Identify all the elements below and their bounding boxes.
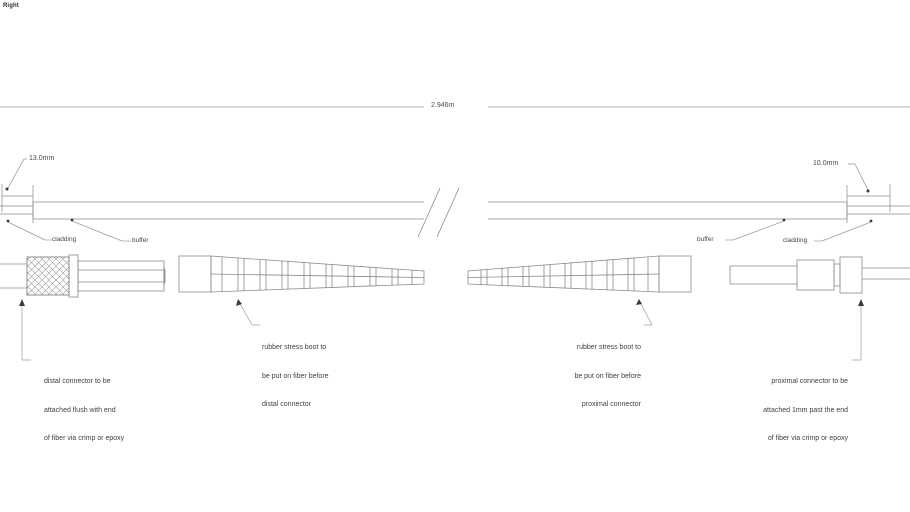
distal-strip-dimension	[1, 158, 34, 223]
distal-connector-note-arrowhead	[19, 299, 25, 306]
distal-dimension-arrow-dot	[5, 187, 9, 191]
proximal-connector-note-arrowhead	[858, 299, 864, 306]
distal-boot-note-line-3: distal connector	[262, 401, 312, 408]
buffer-right-label: buffer	[697, 236, 714, 243]
proximal-stress-boot	[467, 255, 692, 293]
distal-connector-note-line-1: distal connector to be	[44, 378, 111, 385]
proximal-connector-note: proximal connector to be attached 1mm pa…	[690, 358, 848, 463]
break-symbol	[417, 187, 460, 238]
proximal-boot-note-line-1: rubber stress boot to	[576, 344, 641, 351]
proximal-connector-assembly	[729, 256, 910, 294]
distal-boot-note: rubber stress boot to be put on fiber be…	[262, 324, 329, 429]
proximal-connector-note-leader	[852, 300, 862, 361]
cladding-left-label: cladding	[52, 236, 77, 243]
proximal-strip-dimension	[846, 163, 891, 223]
proximal-boot-note-line-3: proximal connector	[581, 401, 641, 408]
distal-boot-note-arrowhead	[236, 299, 242, 306]
distal-connector-ferrule	[78, 269, 166, 283]
proximal-boot-note-leader	[638, 299, 653, 326]
fiber-left-segment	[0, 201, 424, 220]
distal-connector-assembly	[0, 254, 165, 298]
cladding-left-leader-dot	[6, 219, 10, 223]
proximal-strip-dimension-text: 10.0mm	[811, 159, 841, 168]
proximal-dimension-arrow-dot	[866, 189, 870, 193]
distal-connector-note-line-2: attached flush with end	[44, 406, 116, 414]
overall-length-dimension-text: 2.946m	[429, 101, 457, 110]
proximal-boot-note: rubber stress boot to be put on fiber be…	[500, 324, 641, 429]
cladding-right-leader-dot	[869, 219, 873, 223]
buffer-left-leader-dot	[70, 218, 74, 222]
left-part-leaders	[7, 220, 131, 242]
distal-connector-note: distal connector to be attached flush wi…	[44, 358, 124, 463]
right-part-leaders	[725, 220, 872, 242]
proximal-boot-note-arrowhead	[636, 299, 642, 305]
proximal-connector-note-line-2: attached 1mm past the end	[763, 406, 848, 414]
proximal-boot-note-line-2: be put on fiber before	[574, 372, 641, 380]
distal-boot-note-line-1: rubber stress boot to	[262, 344, 327, 351]
distal-strip-dimension-text: 13.0mm	[27, 154, 57, 163]
distal-boot-note-line-2: be put on fiber before	[262, 372, 329, 380]
buffer-right-leader-dot	[782, 218, 786, 222]
proximal-connector-note-line-1: proximal connector to be	[771, 378, 848, 385]
distal-connector-note-line-3: of fiber via crimp or epoxy	[44, 435, 125, 442]
proximal-connector-note-line-3: of fiber via crimp or epoxy	[767, 435, 848, 442]
distal-connector-note-leader	[21, 300, 31, 361]
cladding-right-label: cladding	[783, 237, 808, 244]
distal-stress-boot	[178, 255, 425, 293]
buffer-left-label: buffer	[132, 237, 149, 244]
view-orientation-label: Right	[3, 3, 19, 9]
